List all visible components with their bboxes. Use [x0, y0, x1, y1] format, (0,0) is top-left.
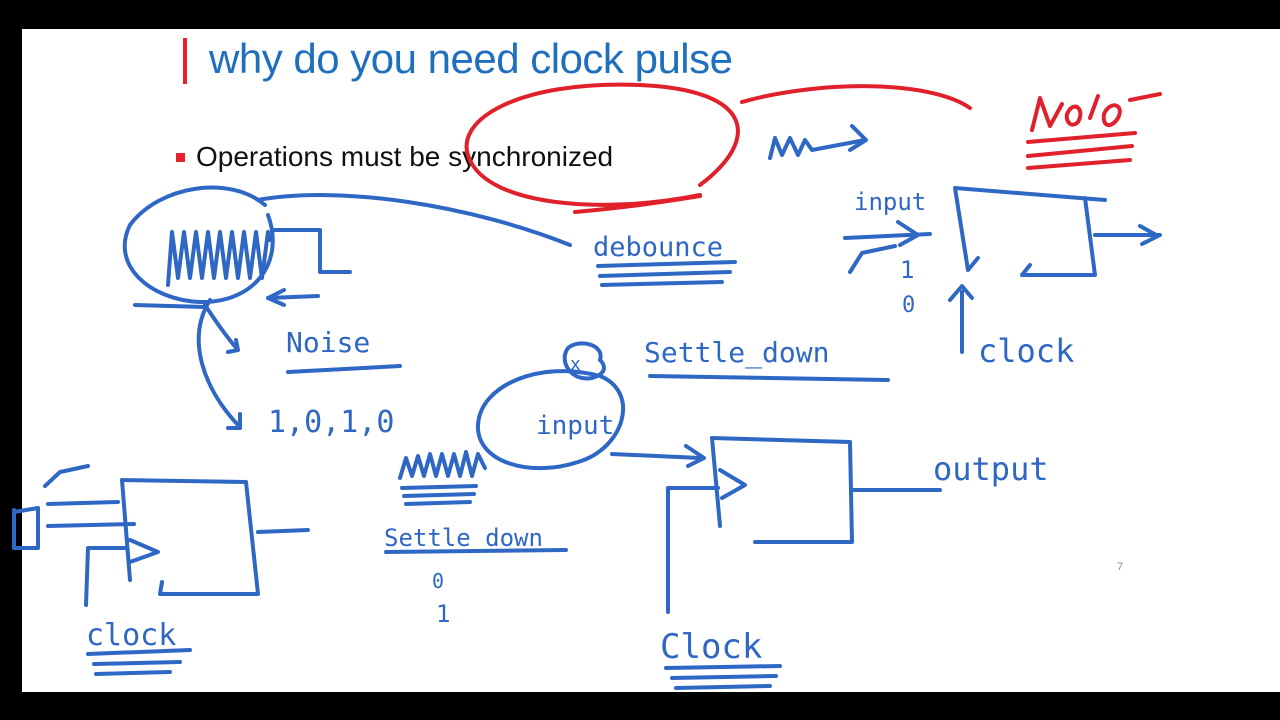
small-wave-underline-3: [404, 500, 472, 506]
input-circle-mid: [475, 369, 626, 471]
zero-label-bottom: 0: [432, 569, 444, 593]
slide-number: 7: [1117, 561, 1124, 573]
red-noise-underline-2: [1026, 144, 1134, 158]
red-noise-underline-3: [1026, 158, 1132, 170]
title-accent-bar: [183, 38, 187, 84]
slide-title: why do you need clock pulse: [209, 35, 733, 82]
debounce-label: debounce: [593, 232, 723, 263]
bullet-item: Operations must be synchronized: [176, 140, 613, 174]
noise-underline: [286, 364, 402, 374]
debounce-underline-3: [600, 280, 724, 287]
bullet-square-icon: [176, 152, 185, 162]
zero-label: 0: [902, 293, 915, 318]
clock-bottom-underline-3: [674, 684, 772, 690]
output-label: output: [933, 450, 1049, 488]
input-label-mid: input: [536, 411, 614, 441]
noise-waveform-small: [398, 450, 487, 480]
settle-down-label-top: Settle_down: [644, 336, 829, 370]
input-label-top: input: [854, 188, 926, 216]
clean-step-waveform: [270, 228, 352, 274]
clock-line-mid: [666, 486, 720, 614]
x-mark: x: [570, 354, 581, 375]
clock-line-left: [84, 546, 127, 607]
debounce-underline-1: [596, 260, 737, 268]
arrow-to-noise-label: [203, 303, 240, 354]
flipflop-left-output: [256, 528, 310, 534]
squiggle-arrow-top: [768, 124, 868, 160]
one-label-bottom: 1: [436, 600, 450, 628]
clock-arrow-top: [948, 284, 974, 354]
one-label: 1: [900, 256, 914, 284]
clock-bottom-underline-1: [664, 664, 782, 670]
clock-label-bottom: Clock: [660, 627, 762, 667]
flipflop-left-body: [120, 478, 260, 596]
small-wave-underline-2: [402, 492, 476, 498]
arrow-into-noise: [133, 288, 320, 309]
noise-label: Noise: [286, 326, 370, 359]
clock-left-underline-3: [94, 670, 172, 676]
red-arc-to-noise: [740, 84, 972, 110]
flipflop-top-output: [1093, 224, 1162, 246]
settle-down-label-bottom: Settle_down: [384, 524, 543, 552]
clock-left-underline-2: [92, 660, 182, 666]
small-wave-underline-1: [400, 484, 478, 490]
sequence-label: 1,0,1,0: [268, 405, 394, 440]
input-line-left: [46, 500, 136, 528]
input-arrow-top: [843, 220, 932, 247]
settle-down-underline-bottom: [384, 548, 568, 554]
red-circle-synchronized: [464, 82, 740, 214]
line-to-debounce: [256, 193, 572, 247]
clock-label-right: clock: [978, 332, 1074, 370]
settle-down-underline-top: [648, 374, 890, 382]
flipflop-top-body: [953, 186, 1107, 277]
red-noise-underline-1: [1026, 131, 1137, 144]
flipflop-mid-body: [710, 436, 854, 544]
input-arrow-mid: [610, 444, 706, 468]
bullet-text: Operations must be synchronized: [196, 141, 614, 172]
noise-waveform: [166, 230, 272, 287]
switch-box-left: [12, 506, 40, 550]
debounce-underline-2: [598, 270, 732, 278]
clock-left-underline-1: [86, 648, 192, 656]
checkmark-left: [43, 464, 90, 488]
clock-label-left: clock: [86, 618, 176, 653]
arrow-to-sequence: [196, 298, 242, 430]
clock-bottom-underline-2: [670, 674, 778, 680]
red-noise-scribble: [1030, 92, 1162, 132]
checkmark-top: [848, 244, 897, 274]
